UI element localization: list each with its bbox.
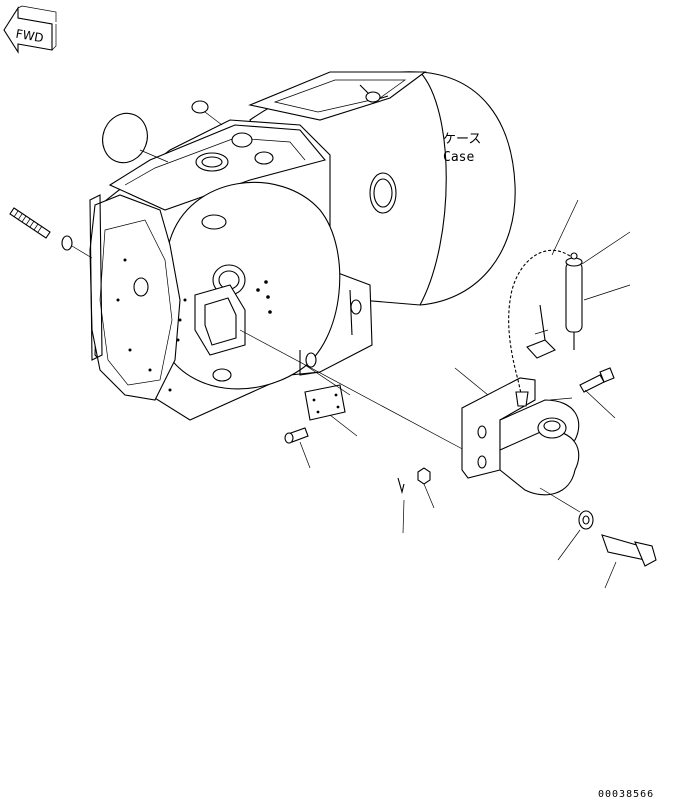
pin-with-chain [551,199,631,350]
name-plate [304,364,358,437]
fwd-arrow: FWD [3,5,57,54]
fwd-label: FWD [15,27,45,46]
o-ring-small [191,100,223,126]
rivet [284,427,311,469]
cotter-pin [397,477,405,534]
clip-bracket [526,304,556,359]
case-label-jp: ケース [443,132,481,147]
hex-bolt-large [601,534,657,589]
chain [508,249,571,407]
castle-nut [417,467,435,509]
drawing-number: 00038566 [598,789,654,800]
transmission-case [89,71,516,421]
hex-bolt-small [579,367,616,419]
tow-hook-bracket [454,367,580,496]
washer [539,487,594,561]
leader-bracket-line [239,329,469,453]
o-ring-large [102,112,169,164]
stud-bolt [9,207,93,259]
case-label-en: Case [443,150,474,165]
